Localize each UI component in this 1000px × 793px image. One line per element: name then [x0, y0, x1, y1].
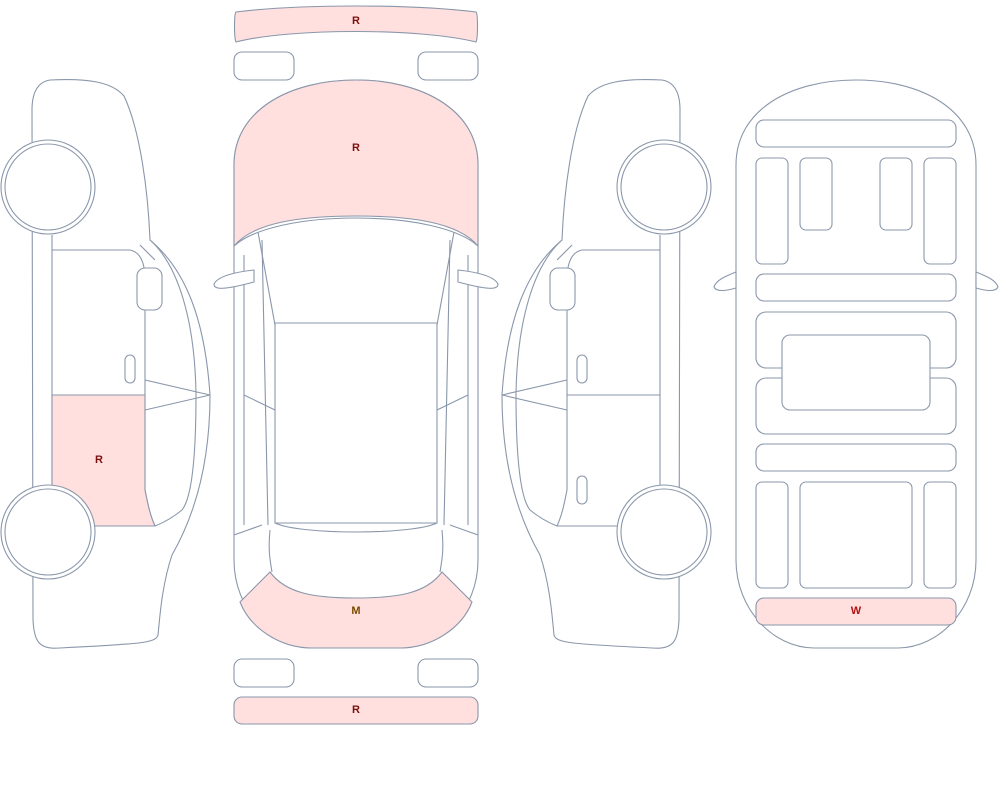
underbody-right-mirror: [975, 271, 999, 292]
top-right-mirror: [457, 269, 499, 289]
top-windshield-pillars: [233, 217, 479, 326]
underbody-rear-panel-marker: W: [851, 605, 862, 617]
front-right-light: [417, 51, 479, 81]
rear-left-light: [233, 658, 295, 688]
underbody-front-floor-beam: [755, 273, 957, 302]
hood-damaged: [233, 79, 479, 248]
right-side-rear-wheel: [616, 484, 712, 580]
underbody-rear-floor-beam: [755, 443, 957, 472]
underbody-rear-panel-damaged: [755, 597, 957, 626]
right-side-front-door-handle: [576, 354, 588, 384]
underbody-front-right-rail: [923, 157, 957, 265]
hood-marker: R: [352, 142, 360, 154]
left-rear-door-damaged: [51, 394, 156, 527]
trunk-lid-damaged: [239, 571, 473, 649]
left-side-view: R: [0, 79, 211, 649]
underbody-rear-right-rail: [923, 481, 957, 589]
roof-panel: [274, 322, 438, 524]
underbody-spare-well: [799, 481, 913, 589]
front-bumper-marker: R: [352, 15, 360, 27]
left-side-front-door-handle: [124, 354, 136, 384]
underbody-view: W: [713, 79, 999, 649]
left-side-front-wheel: [0, 139, 96, 235]
left-side-rear-wheel: [0, 484, 96, 580]
underbody-front-right-mount: [879, 157, 913, 231]
right-side-view: [501, 79, 712, 649]
right-side-front-wheel: [616, 139, 712, 235]
left-rear-door-marker: R: [95, 454, 103, 466]
rear-bumper-marker: R: [352, 704, 360, 716]
underbody-left-mirror: [713, 271, 737, 292]
underbody-front-left-rail: [755, 157, 789, 265]
underbody-front-crossmember: [755, 119, 957, 148]
right-side-windows: [501, 239, 573, 527]
underbody-front-left-mount: [799, 157, 833, 231]
top-rear-window: [268, 522, 444, 573]
front-left-light: [233, 51, 295, 81]
underbody-center-tunnel: [781, 334, 931, 411]
underbody-rear-left-rail: [755, 481, 789, 589]
top-view: R R M R: [213, 5, 499, 725]
left-side-mirror: [136, 267, 163, 311]
rear-bumper-damaged: [233, 696, 479, 725]
right-side-rear-door-handle: [576, 475, 588, 505]
left-side-windows: [139, 239, 211, 527]
rear-right-light: [417, 658, 479, 688]
front-bumper-damaged: [233, 5, 479, 43]
trunk-lid-marker: M: [351, 605, 360, 617]
top-side-lines: [233, 239, 479, 536]
right-side-mirror: [549, 267, 576, 311]
top-left-mirror: [213, 269, 255, 289]
